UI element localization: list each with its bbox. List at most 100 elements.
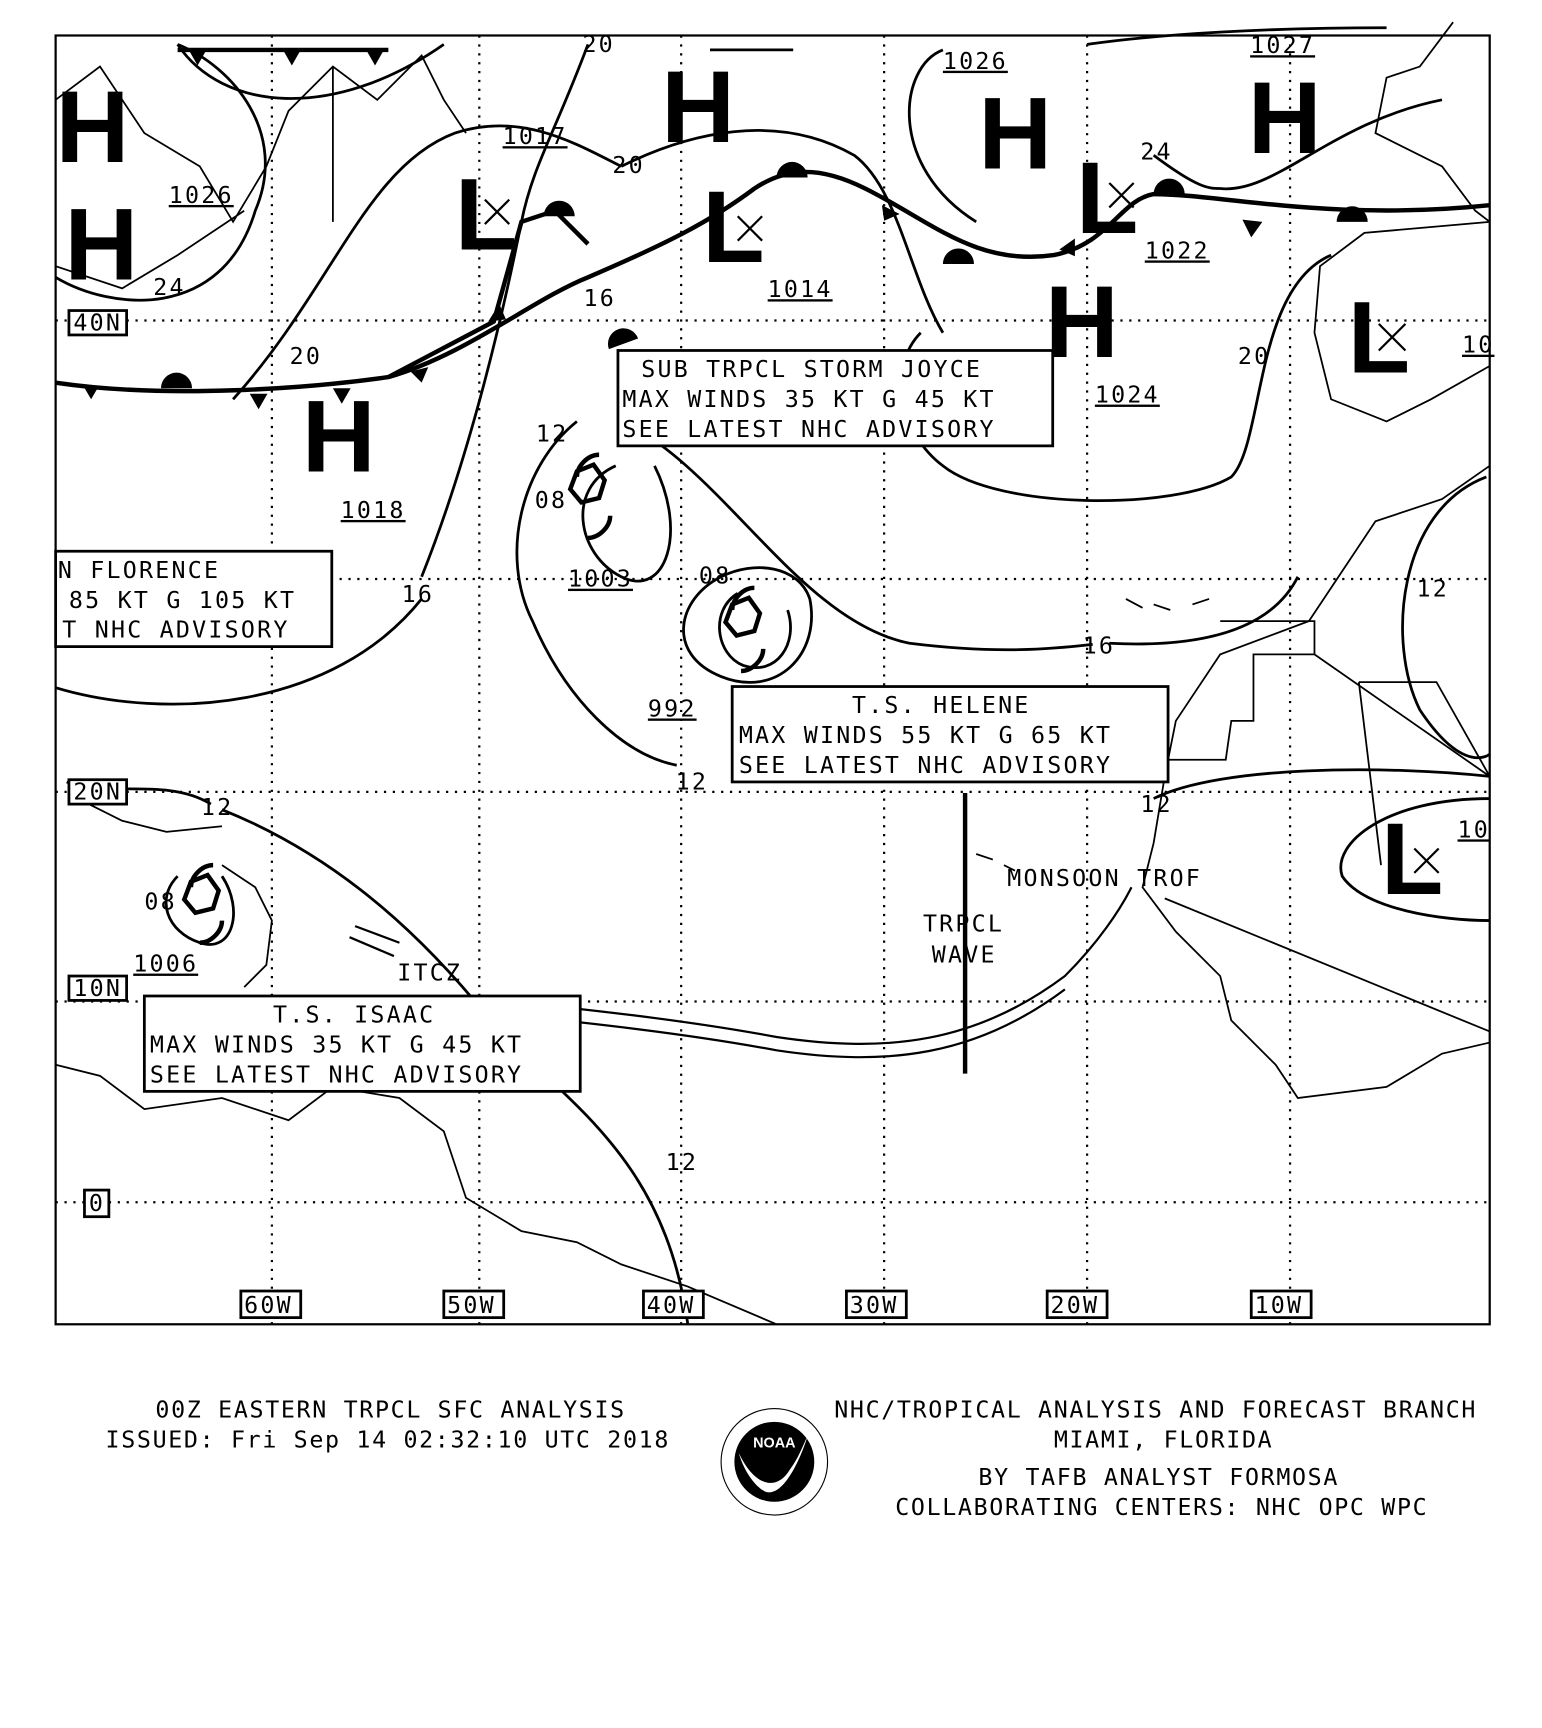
advisory-isaac: T.S. ISAAC MAX WINDS 35 KT G 45 KT SEE L… <box>142 994 582 1093</box>
isobar-label: 20 <box>1238 343 1270 370</box>
isobar-label: 12 <box>1140 791 1172 818</box>
lon-label: 30W <box>850 1292 899 1319</box>
advisory-line: 85 KT G 105 KT <box>69 587 296 614</box>
advisory-line: SEE LATEST NHC ADVISORY <box>739 752 1112 779</box>
advisory-joyce: SUB TRPCL STORM JOYCE MAX WINDS 35 KT G … <box>616 349 1055 448</box>
tropical-storm-icon <box>567 452 613 541</box>
pressure-label: 1022 <box>1145 237 1210 264</box>
issued-time: ISSUED: Fri Sep 14 02:32:10 UTC 2018 <box>106 1426 671 1453</box>
isobar-label: 08 <box>699 562 731 589</box>
lon-label: 60W <box>244 1292 293 1319</box>
collaborating-centers: COLLABORATING CENTERS: NHC OPC WPC <box>895 1494 1428 1521</box>
high-center: H <box>56 70 130 184</box>
advisory-line: MAX WINDS 35 KT G 45 KT <box>622 386 995 413</box>
pressure-label: 10 <box>1462 332 1494 359</box>
isobar-label: 08 <box>535 487 567 514</box>
highs: H H H H H H H <box>56 50 1322 493</box>
high-center: H <box>1248 61 1322 175</box>
low-center: L <box>1381 802 1443 916</box>
advisory-line: T NHC ADVISORY <box>62 617 289 644</box>
isobar-labels: 20 20 24 24 20 16 20 12 08 08 16 16 12 1… <box>144 31 1449 1176</box>
low-center: L <box>1348 281 1410 395</box>
lon-label: 20W <box>1050 1292 1099 1319</box>
advisory-helene: T.S. HELENE MAX WINDS 55 KT G 65 KT SEE … <box>730 685 1170 784</box>
low-center: L <box>702 170 764 284</box>
isobar-label: 20 <box>612 152 644 179</box>
advisory-line: SEE LATEST NHC ADVISORY <box>622 416 995 443</box>
pressure-label: 1018 <box>341 497 406 524</box>
footer: 00Z EASTERN TRPCL SFC ANALYSIS ISSUED: F… <box>106 1396 1477 1521</box>
isobar-label: 16 <box>1083 632 1115 659</box>
high-center: H <box>661 50 735 164</box>
low-centers-x <box>484 182 1440 874</box>
isobar-label: 20 <box>582 31 614 58</box>
pressure-label: 1003 <box>568 566 633 593</box>
front-symbols <box>83 49 1368 410</box>
lon-label: 10W <box>1255 1292 1304 1319</box>
chart-title: 00Z EASTERN TRPCL SFC ANALYSIS <box>155 1396 625 1423</box>
advisory-line: N FLORENCE <box>58 557 220 584</box>
isobars <box>54 26 1491 1325</box>
isobar-label: 12 <box>1417 576 1449 603</box>
graticule <box>55 35 1490 1325</box>
advisory-line: T.S. HELENE <box>852 692 1031 719</box>
high-center: H <box>978 77 1052 191</box>
isobar-label: 12 <box>536 420 568 447</box>
low-center: L <box>1076 141 1138 255</box>
location: MIAMI, FLORIDA <box>1054 1426 1274 1453</box>
advisory-line: SEE LATEST NHC ADVISORY <box>150 1061 523 1088</box>
lon-labels: 60W 50W 40W 30W 20W 10W <box>239 1289 1313 1319</box>
lows: L L L L L <box>455 141 1443 916</box>
monsoon-trough-label: MONSOON TROF <box>1007 865 1202 892</box>
pressure-label: 10 <box>1458 816 1490 843</box>
pressure-label: 1006 <box>133 951 198 978</box>
isobar-label: 08 <box>144 888 176 915</box>
isobar-label: 12 <box>666 1149 698 1176</box>
lat-labels: 40N 20N 10N 0 <box>67 309 128 1219</box>
analyst: BY TAFB ANALYST FORMOSA <box>978 1464 1339 1491</box>
lon-label: 50W <box>447 1292 496 1319</box>
pressure-label: 1026 <box>943 48 1008 75</box>
tropical-wave-label: TRPCL <box>923 911 1004 938</box>
itcz-label: ITCZ <box>397 959 462 986</box>
isobar-label: 20 <box>290 343 322 370</box>
tropical-wave-label: WAVE <box>932 942 997 969</box>
map-frame <box>54 34 1491 1326</box>
advisory-florence: N FLORENCE 85 KT G 105 KT T NHC ADVISORY <box>54 549 334 648</box>
high-center: H <box>64 187 138 301</box>
lat-label: 10N <box>73 975 122 1002</box>
coastlines <box>55 21 1491 1326</box>
tropical-storm-icon <box>722 585 766 674</box>
pressure-label: 1026 <box>169 182 234 209</box>
lat-label: 20N <box>73 779 122 806</box>
isobar-label: 24 <box>153 274 185 301</box>
noaa-logo: NOAA <box>720 1408 829 1516</box>
advisory-line: MAX WINDS 35 KT G 45 KT <box>150 1032 523 1059</box>
noaa-logo-text: NOAA <box>753 1435 796 1451</box>
fronts <box>55 47 1490 410</box>
isobar-label: 12 <box>201 794 233 821</box>
storm-symbols <box>181 452 766 945</box>
lat-label: 0 <box>89 1190 105 1217</box>
isobar-label: 16 <box>584 285 616 312</box>
advisory-line: MAX WINDS 55 KT G 65 KT <box>739 722 1112 749</box>
isobar-label: 12 <box>676 769 708 796</box>
isobar-label: 24 <box>1140 139 1172 166</box>
pressure-label: 1024 <box>1095 382 1160 409</box>
pressure-label: 1014 <box>768 276 833 303</box>
advisory-line: SUB TRPCL STORM JOYCE <box>641 356 982 383</box>
lat-label: 40N <box>73 310 122 337</box>
advisory-line: T.S. ISAAC <box>273 1002 435 1029</box>
feature-labels: MONSOON TROF TRPCL WAVE ITCZ <box>397 865 1202 986</box>
tropical-storm-icon <box>181 862 225 945</box>
isobar-label: 16 <box>402 581 434 608</box>
branch-name: NHC/TROPICAL ANALYSIS AND FORECAST BRANC… <box>834 1396 1477 1423</box>
pressure-label: 992 <box>648 695 697 722</box>
high-center: H <box>1045 265 1119 379</box>
low-center: L <box>455 158 517 272</box>
pressure-labels: 1017 1026 1026 1027 1014 1022 1024 1018 … <box>133 32 1494 978</box>
high-center: H <box>302 379 376 493</box>
pressure-label: 1017 <box>503 123 568 150</box>
pressure-label: 1027 <box>1250 32 1315 59</box>
